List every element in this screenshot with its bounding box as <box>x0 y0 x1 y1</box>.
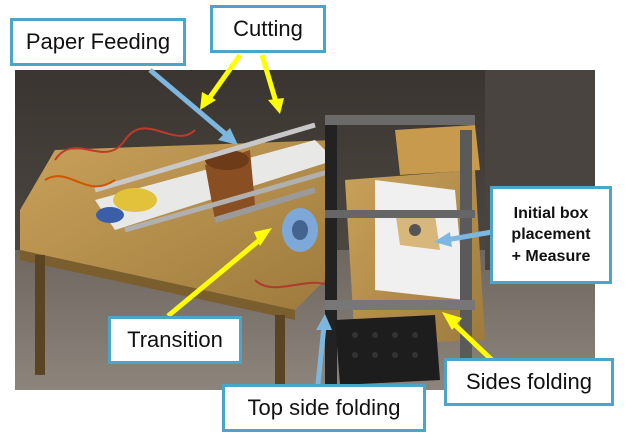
top-side-folding-label: Top side folding <box>222 384 426 432</box>
initial-box-line-2: placement <box>511 226 591 244</box>
cutting-label: Cutting <box>210 5 326 53</box>
transition-label: Transition <box>108 316 242 364</box>
paper-feeding-label: Paper Feeding <box>10 18 186 66</box>
sides-folding-text: Sides folding <box>466 369 592 395</box>
sides-folding-label: Sides folding <box>444 358 614 406</box>
initial-box-line-1: Initial box <box>513 204 589 222</box>
transition-text: Transition <box>127 327 223 353</box>
cutting-text: Cutting <box>233 16 303 42</box>
initial-box-placement-label: Initial box placement + Measure <box>490 186 612 284</box>
initial-box-line-3: + Measure <box>511 247 591 265</box>
top-side-folding-text: Top side folding <box>247 395 401 421</box>
paper-feeding-text: Paper Feeding <box>25 29 171 55</box>
